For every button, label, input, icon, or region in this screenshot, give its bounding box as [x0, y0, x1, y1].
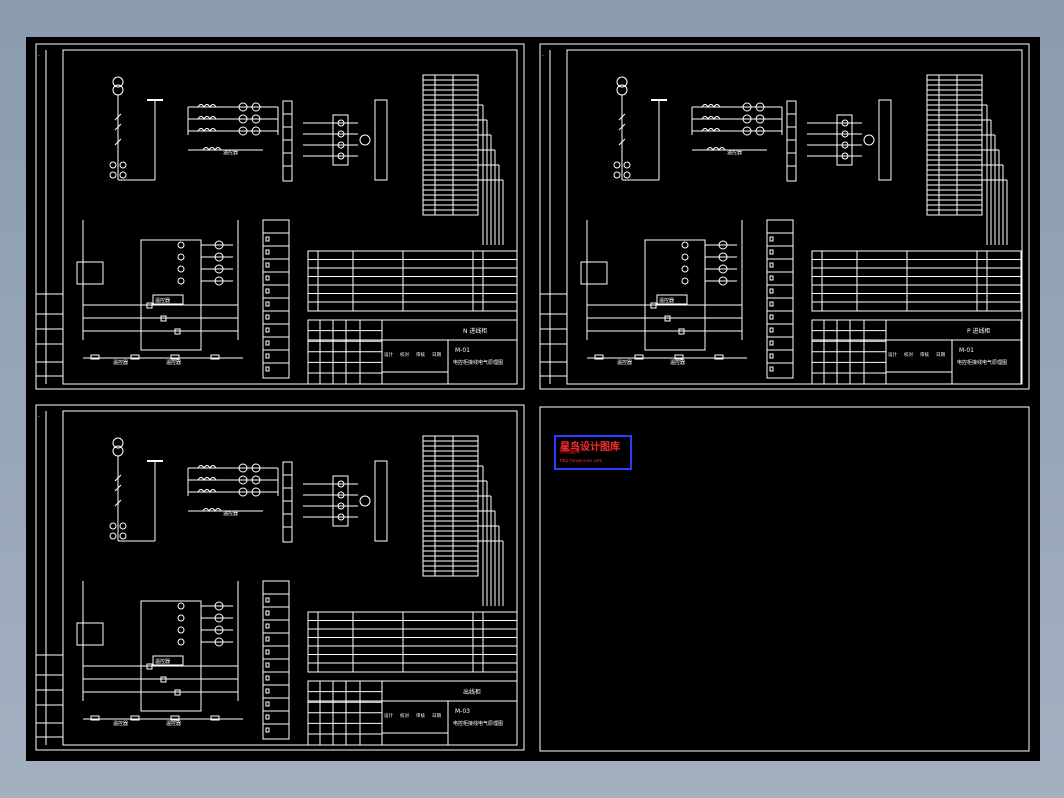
legend-label-2: 温控器: [670, 359, 685, 366]
drawing-title: 电控柜接线电气原理图: [453, 720, 503, 727]
title-cell: 设计: [384, 351, 393, 358]
svg-text:·: ·: [38, 53, 40, 60]
title-cell: 日期: [432, 352, 441, 358]
switch-label: 出线柜: [463, 688, 481, 696]
legend-label-2: 温控器: [166, 720, 181, 727]
drawing-title: 电控柜接线电气原理图: [453, 359, 503, 366]
sheet-top-right: ·温控器温控器温控器温控器P 进线柜M-01电控柜接线电气原理图设计校对审核日期: [539, 43, 1030, 390]
drawing-no: M-03: [455, 708, 470, 715]
title-cell: 校对: [400, 712, 409, 719]
title-cell: 审核: [920, 351, 929, 358]
relay-label: 温控器: [223, 149, 238, 156]
control-block-label: 温控器: [659, 297, 674, 304]
sheet-bottom-left: ·温控器温控器温控器温控器出线柜M-03电控柜接线电气原理图设计校对审核日期: [35, 404, 525, 751]
legend-label-2: 温控器: [166, 359, 181, 366]
logo-title: 星鸟设计图库: [560, 442, 620, 453]
switch-label: P 进线柜: [967, 327, 991, 335]
logo-url: http://www.xnzx.com: [560, 458, 603, 463]
watermark-logo: 星鸟设计图库 网络图库 http://www.xnzx.com: [554, 435, 632, 470]
title-cell: 审核: [416, 351, 425, 358]
sheet-blank: [539, 406, 1030, 752]
drawing-svg: ·温控器温控器温控器温控器N 进线柜M-01电控柜接线电气原理图设计校对审核日期…: [35, 43, 1030, 752]
relay-label: 温控器: [727, 149, 742, 156]
control-block-label: 温控器: [155, 658, 170, 665]
relay-label: 温控器: [223, 510, 238, 517]
title-cell: 设计: [888, 351, 897, 358]
svg-text:·: ·: [542, 53, 544, 60]
svg-text:·: ·: [38, 414, 40, 421]
title-cell: 日期: [936, 352, 945, 358]
title-cell: 日期: [432, 713, 441, 719]
switch-label: N 进线柜: [463, 327, 487, 335]
logo-subtitle: 网络图库: [560, 449, 581, 455]
title-cell: 校对: [400, 351, 409, 358]
title-cell: 校对: [904, 351, 913, 358]
sheet-top-left: ·温控器温控器温控器温控器N 进线柜M-01电控柜接线电气原理图设计校对审核日期: [35, 43, 525, 390]
title-cell: 审核: [416, 712, 425, 719]
legend-label-1: 温控器: [113, 359, 128, 366]
control-block-label: 温控器: [155, 297, 170, 304]
drawing-title: 电控柜接线电气原理图: [957, 359, 1007, 366]
title-cell: 设计: [384, 712, 393, 719]
legend-label-1: 温控器: [617, 359, 632, 366]
legend-label-1: 温控器: [113, 720, 128, 727]
drawing-no: M-01: [455, 347, 470, 354]
drawing-no: M-01: [959, 347, 974, 354]
